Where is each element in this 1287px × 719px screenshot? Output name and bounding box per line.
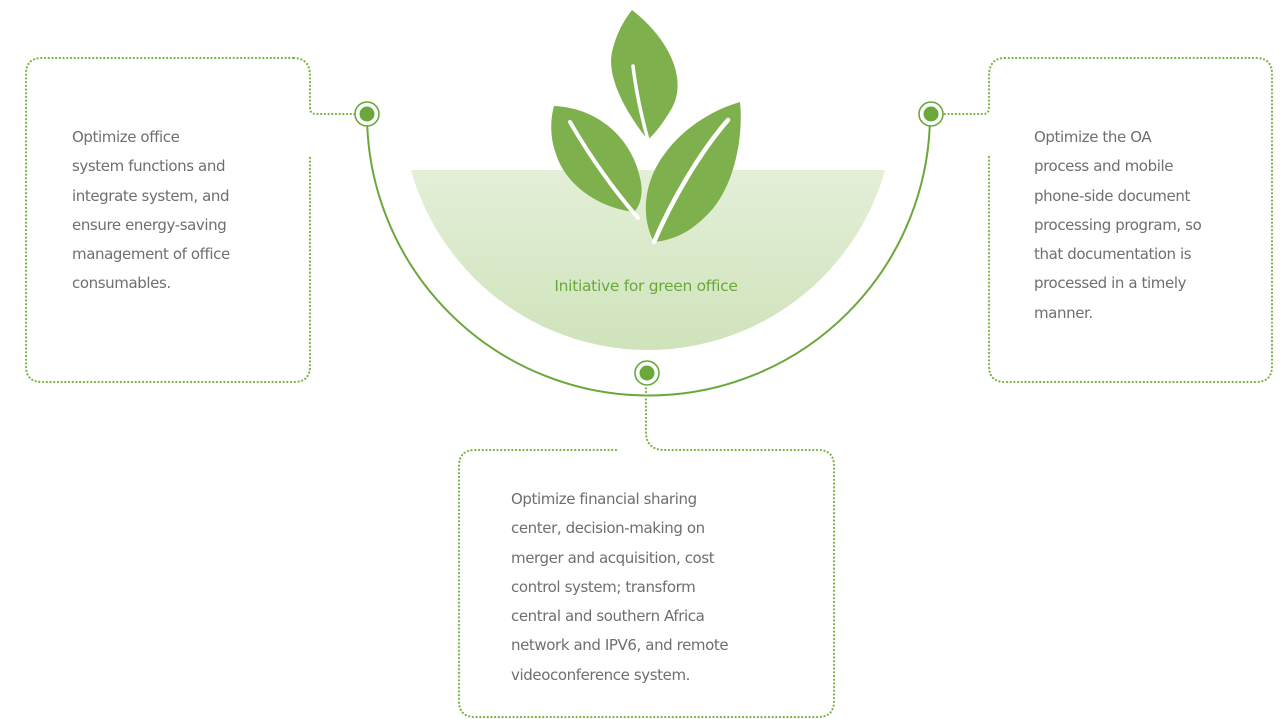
bottom-box-line: network and IPV6, and remote [511,636,729,655]
left-box-line: management of office [72,245,230,264]
bottom-box-line: center, decision-making on [511,519,705,538]
connector-arc [366,113,931,397]
node-dot-icon [354,101,380,127]
left-box-text: Optimize office system functions and int… [72,123,230,299]
right-box-line: that documentation is [1034,245,1192,264]
right-box-line: Optimize the OA [1034,128,1152,146]
leaves-icon [551,10,741,245]
center-title: Initiative for green office [554,277,738,295]
left-box-line: integrate system, and [72,186,230,205]
bottom-box-line: Optimize financial sharing [511,490,697,508]
left-connector [308,106,359,116]
right-box-line: processing program, so [1034,215,1202,234]
right-box-line: processed in a timely [1034,274,1187,293]
bottom-box-line: central and southern Africa [511,607,705,626]
right-box-line: manner. [1034,303,1093,322]
node-dot-icon [634,360,660,386]
bottom-box-line: videoconference system. [511,665,691,684]
center-bowl [402,170,894,350]
bottom-box-line: control system; transform [511,577,696,596]
right-box-border [987,56,1274,384]
left-box-line: Optimize office [72,128,180,146]
left-box-border [24,56,312,384]
bottom-box-text: Optimize financial sharing center, decis… [511,485,729,690]
bottom-box-border [457,383,836,719]
left-box-line: consumables. [72,274,171,293]
node-dot-icon [918,101,944,127]
right-box-text: Optimize the OA process and mobile phone… [1034,123,1202,328]
left-box-line: system functions and [72,157,226,176]
right-box-line: process and mobile [1034,157,1174,176]
right-box-line: phone-side document [1034,186,1190,205]
bottom-box-line: merger and acquisition, cost [511,548,715,567]
left-box-line: ensure energy-saving [72,215,227,234]
right-connector [939,106,991,116]
